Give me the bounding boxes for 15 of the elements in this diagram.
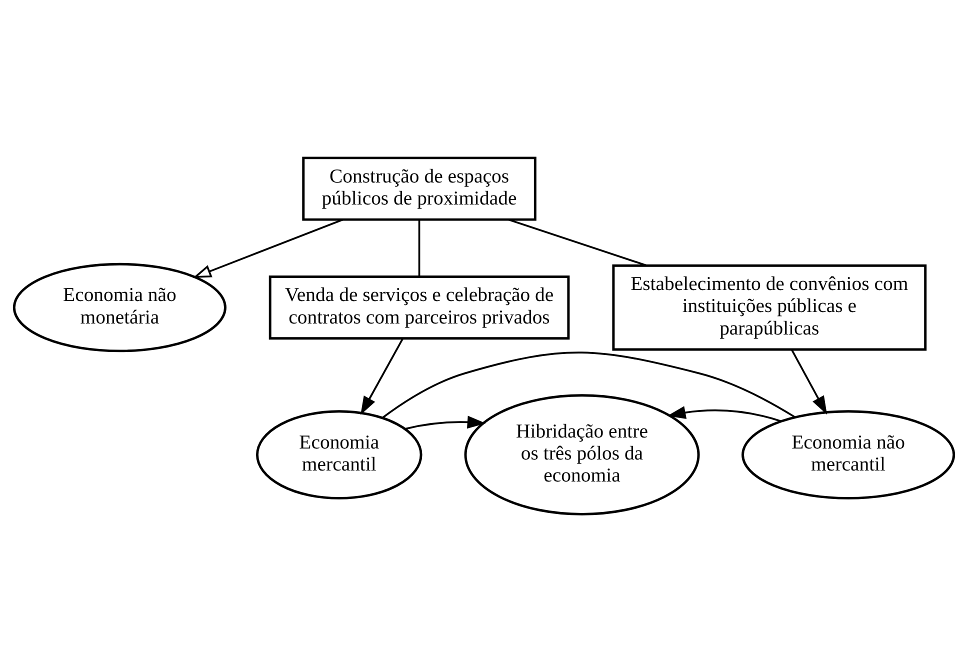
node-ellipse: Economia não mercantil bbox=[742, 410, 956, 500]
connector bbox=[418, 220, 420, 276]
node-ellipse: Hibridação entre os três pólos da economia bbox=[464, 394, 700, 516]
node-ellipse: Economia não monetária bbox=[12, 262, 226, 352]
arrow bbox=[192, 218, 344, 278]
arrow bbox=[405, 416, 486, 430]
arrow bbox=[790, 349, 828, 415]
connector bbox=[508, 218, 647, 266]
node-box: Construção de espaços públicos de proximidade bbox=[302, 156, 536, 221]
arrow bbox=[360, 338, 404, 415]
connector bbox=[382, 352, 796, 418]
node-ellipse: Economia mercantil bbox=[256, 410, 422, 500]
node-box: Venda de serviços e celebração de contratos com parceiros privados bbox=[268, 276, 570, 340]
arrow bbox=[667, 406, 781, 422]
node-box: Estabelecimento de convênios com instituições públicas e parapúblicas bbox=[612, 264, 927, 351]
